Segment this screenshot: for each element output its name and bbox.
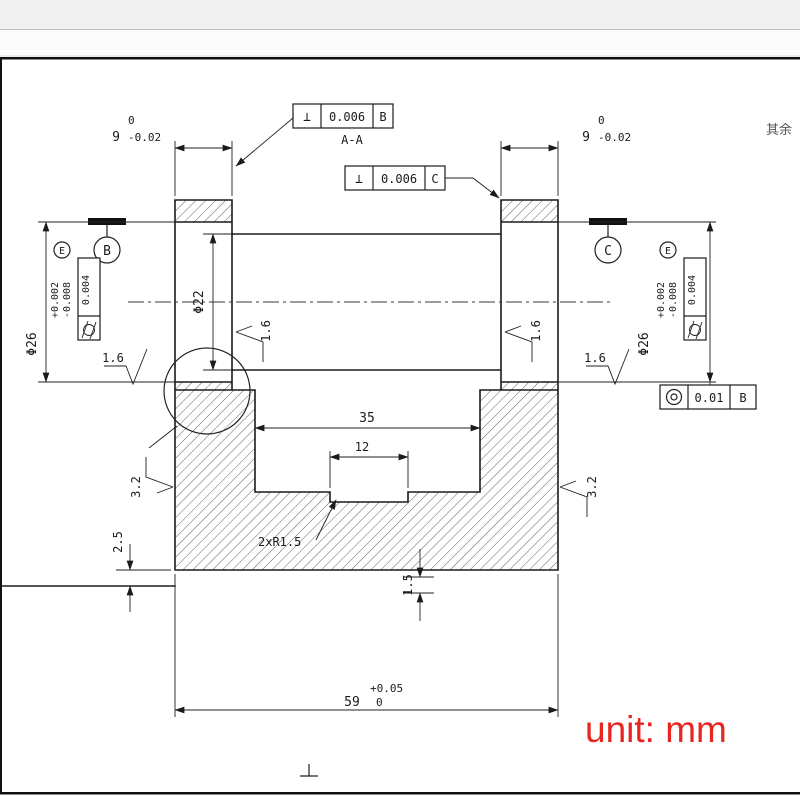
part-outline [174,199,559,571]
callout-corner-radius: 2xR1.5 [258,499,337,549]
dim-lower-tol: 0 [376,696,383,709]
dim-slot-width: 35 [254,411,481,432]
dim-recess-depth: 1.5 [401,549,434,621]
dim-step-left: 2.5 [111,531,171,612]
detail-circle [148,347,251,449]
roughness-value: 3.2 [129,476,143,498]
dim-od-right: Φ26 +0.002 -0.008 E 0.004 [558,221,716,385]
roughness-bore-left: 1.6 [235,320,273,362]
envelope-letter: E [665,246,671,257]
roughness-side-left: 3.2 [129,457,174,498]
dim-end-width-left: 9 0 -0.02 [112,114,233,196]
perpendicularity-icon: ⊥ [303,110,311,125]
dim-text: 9 [582,130,590,145]
roughness-icon [104,348,148,386]
concentricity-icon [665,388,683,406]
datum-b: B [88,218,126,264]
cylindricity-icon [81,320,97,340]
roughness-value: 1.6 [259,320,273,342]
dim-text: Φ26 [637,332,652,355]
fcf-perpendicularity-b: ⊥ 0.006 B [235,103,394,167]
datum-target-bar [88,218,126,225]
dim-end-width-right: 9 0 -0.02 [500,114,631,196]
envelope-icon [53,241,71,259]
roughness-icon [559,480,588,517]
fcf-perpendicularity-c: ⊥ 0.006 C [344,165,500,199]
titlebar [0,0,800,29]
dim-overall-length: 59 +0.05 0 [174,574,559,717]
roughness-end-face-left: 1.6 [102,348,148,386]
roughness-end-face-right: 1.6 [584,348,630,386]
fcf-datum-ref: B [379,110,386,124]
dim-text: Φ22 [192,290,207,313]
sheet-center-mark [300,764,318,777]
dim-text: Φ26 [25,332,40,355]
fcf-datum-ref: B [739,391,746,405]
fcf-datum-ref: C [431,172,438,186]
dim-lower-tol: -0.008 [668,282,679,318]
roughness-icon [586,348,630,386]
dim-text: 2.5 [111,531,125,553]
roughness-value: 1.6 [102,351,124,365]
fcf-value: 0.01 [695,391,724,405]
dim-text: 35 [359,411,375,426]
roughness-value: 1.6 [529,320,543,342]
dim-od-left: Φ26 +0.002 -0.008 E 0.004 [25,221,175,383]
sheet-bottom-border [0,792,800,795]
envelope-letter: E [59,246,65,257]
roughness-bore-right: 1.6 [504,320,543,362]
dim-lower-tol: -0.02 [598,131,631,144]
fcf-concentricity-b: 0.01 B [659,384,757,410]
form-tol-value: 0.004 [81,275,92,305]
cylindricity-icon [687,320,703,340]
dim-text: 1.5 [401,574,415,596]
dim-upper-tol: +0.05 [370,682,403,695]
dim-upper-tol: 0 [128,114,135,127]
section-label: A-A [341,133,363,147]
roughness-value: 1.6 [584,351,606,365]
fcf-value: 0.006 [329,110,365,124]
roughness-icon [235,325,264,362]
roughness-icon [504,325,533,362]
dim-lower-tol: -0.02 [128,131,161,144]
dim-text: 59 [344,695,360,710]
dim-recess-width: 12 [329,440,409,488]
roughness-icon [145,457,174,494]
dim-bore: Φ22 [192,233,232,371]
callout-text: 2xR1.5 [258,535,301,549]
dim-upper-tol: 0 [598,114,605,127]
unit-note: unit: mm [585,709,727,750]
datum-target-bar [589,218,627,225]
roughness-value: 3.2 [585,476,599,498]
datum-letter: B [103,244,111,259]
dim-text: 9 [112,130,120,145]
toolbar [0,30,800,56]
roughness-others-note: 其余 [766,122,792,138]
section-hatching [175,200,558,570]
form-tol-value: 0.004 [687,275,698,305]
datum-letter: C [604,244,612,259]
sheet-left-border [0,59,2,793]
roughness-side-right: 3.2 [559,476,599,517]
envelope-icon [659,241,677,259]
dim-upper-tol: +0.002 [50,282,61,318]
fcf-value: 0.006 [381,172,417,186]
dim-upper-tol: +0.002 [656,282,667,318]
sheet-top-border [0,57,800,60]
dim-text: 12 [355,440,369,454]
dim-lower-tol: -0.008 [62,282,73,318]
perpendicularity-icon: ⊥ [355,172,363,187]
datum-c: C [589,218,627,264]
